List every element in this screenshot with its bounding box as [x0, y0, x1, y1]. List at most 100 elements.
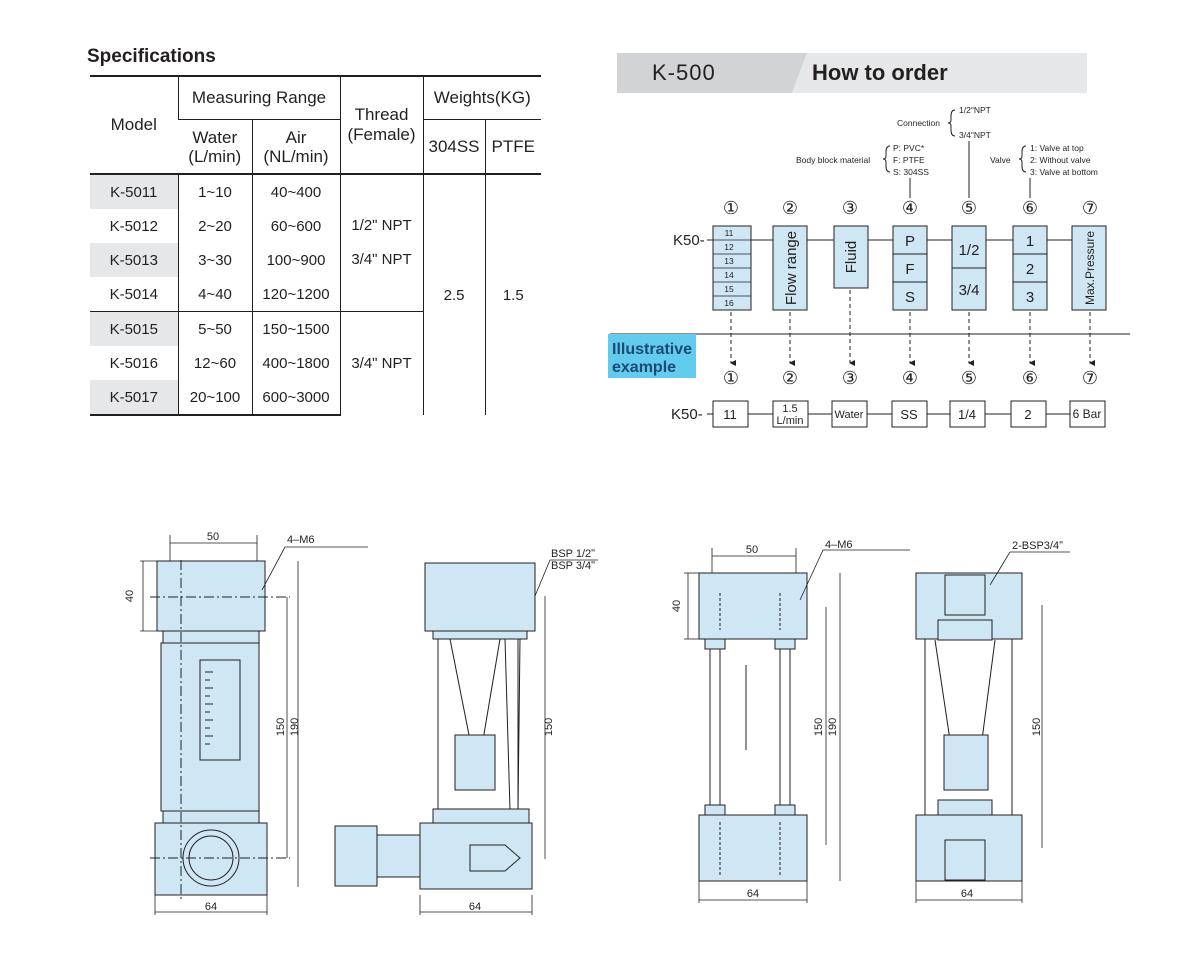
position-number: ⑦: [1082, 368, 1098, 389]
drawing-front-1: [150, 560, 290, 900]
table-row: K-5017 20~100 600~3000: [90, 380, 541, 416]
fluid-label: Fluid: [843, 241, 860, 274]
bsp-label: BSP 3/4ʺ: [551, 560, 595, 572]
drawing-front-1-dims: [140, 535, 368, 915]
cell-air: 600~3000: [251, 380, 341, 416]
valve-label: Valve: [990, 155, 1011, 165]
drawing-side-1: [334, 562, 536, 890]
illustrative-label: Illustrative: [612, 341, 692, 358]
example-value: Water: [835, 409, 864, 421]
position-numbers-bottom: ① ② ③ ④ ⑤ ⑥ ⑦: [723, 368, 1098, 389]
material-code: S: [905, 289, 915, 306]
cell-model: K-5016: [109, 354, 158, 372]
dimension-150: 150: [275, 718, 287, 736]
example-value: SS: [900, 407, 918, 422]
cell-air: 400~1800: [251, 346, 341, 380]
range-code: 15: [724, 284, 734, 294]
valve-option: 3: Valve at bottom: [1030, 167, 1098, 177]
dimension-height-40: 40: [671, 600, 683, 612]
position-number: ⑦: [1082, 198, 1098, 219]
position-number: ⑤: [961, 368, 977, 389]
example-value: 1/4: [958, 407, 976, 422]
range-code: 12: [724, 242, 734, 252]
position-number: ③: [842, 198, 858, 219]
cell-air: 40~400: [251, 174, 341, 209]
connection-option: 3/4ʺNPT: [959, 130, 991, 140]
valve-code: 1: [1026, 233, 1034, 250]
example-row: K50- 11 1.5 L/min Water SS 1/4 2 6 Bar: [671, 400, 1106, 428]
cell-air: 120~1200: [251, 277, 341, 312]
cell-water: 3~30: [177, 243, 252, 277]
material-code: P: [905, 233, 915, 250]
position-number: ②: [782, 198, 798, 219]
connection-annotation: Connection 1/2ʺNPT 3/4ʺNPT: [897, 105, 991, 198]
position-number: ④: [902, 368, 918, 389]
dimension-64: 64: [205, 901, 217, 913]
drawing-side-1-dims: [419, 559, 598, 915]
cell-model: K-5017: [90, 380, 178, 416]
cell-air: 60~600: [251, 209, 341, 243]
cell-weight-ptfe: 1.5: [484, 174, 542, 415]
connection-label: Connection: [897, 118, 940, 128]
order-title: How to order: [812, 60, 948, 85]
example-value: 1.5: [782, 403, 797, 415]
drawing-side-2-dims: [915, 551, 1070, 903]
box-material: P F S: [892, 225, 928, 311]
position-number: ②: [782, 368, 798, 389]
bsp-label: 2-BSP3/4ʺ: [1012, 540, 1063, 552]
cell-air: 150~1500: [251, 311, 341, 346]
material-annotation: Body block material P: PVC* F: PTFE S: 3…: [796, 143, 929, 198]
material-option: F: PTFE: [893, 155, 925, 165]
cell-weight-304ss: 2.5: [422, 174, 486, 415]
bsp-label: BSP 1/2ʺ: [551, 548, 595, 560]
specifications-title: Specifications: [87, 46, 216, 67]
position-number: ④: [902, 198, 918, 219]
dimension-190: 190: [289, 718, 301, 736]
drawing-front-2: [698, 572, 808, 882]
box-fluid: Fluid: [833, 225, 869, 289]
cell-model: K-5012: [109, 217, 158, 235]
cell-water: 2~20: [177, 209, 252, 243]
cell-model: K-5015: [90, 311, 178, 346]
connection-code: 1/2: [959, 242, 980, 259]
max-pressure-label: Max.Pressure: [1083, 231, 1097, 305]
table-row: K-5014 4~40 120~1200: [90, 277, 541, 312]
cell-water: 12~60: [177, 346, 252, 380]
order-prefix: K50-: [673, 232, 705, 249]
position-number: ⑥: [1022, 198, 1038, 219]
valve-option: 2: Without valve: [1030, 155, 1091, 165]
dimension-150: 150: [1031, 718, 1043, 736]
example-prefix: K50-: [671, 406, 703, 423]
dimension-190: 190: [827, 718, 839, 736]
cell-water: 5~50: [177, 311, 252, 346]
cell-water: 1~10: [177, 174, 252, 209]
specifications-table: Model Measuring Range Thread(Female) Wei…: [90, 75, 542, 416]
header-model: Model: [90, 75, 178, 175]
table-row: K-5015 5~50 150~1500 3/4ʺ NPT: [90, 311, 541, 415]
range-code: 11: [725, 228, 734, 238]
header-water: Water(L/min): [178, 119, 252, 175]
flow-range-label: Flow range: [783, 231, 800, 305]
box-flow-range: Flow range: [772, 225, 808, 311]
material-code: F: [905, 261, 914, 278]
valve-code: 2: [1026, 261, 1034, 278]
example-value: 6 Bar: [1073, 407, 1102, 421]
dimension-height-40: 40: [124, 590, 136, 602]
range-code: 16: [724, 298, 734, 308]
cell-model: K-5014: [109, 285, 158, 303]
example-value: 2: [1024, 407, 1031, 422]
header-measuring-range: Measuring Range: [177, 75, 341, 120]
example-label: example: [612, 359, 676, 376]
header-weights: Weights(KG): [422, 75, 542, 120]
box-flow-range-codes: 11 12 13 14 15 16: [712, 225, 752, 311]
cell-water: 4~40: [177, 277, 252, 312]
drawing-side-2: [915, 572, 1023, 882]
position-number: ①: [723, 198, 739, 219]
material-label: Body block material: [796, 155, 870, 165]
header-ptfe: PTFE: [484, 119, 542, 175]
valve-annotation: Valve 1: Valve at top 2: Without valve 3…: [990, 143, 1098, 198]
table-row: K-5012 2~20 60~600: [90, 209, 541, 243]
cell-water: 20~100: [177, 380, 252, 416]
dimension-64: 64: [469, 901, 481, 913]
cell-model: K-5011: [90, 174, 178, 209]
